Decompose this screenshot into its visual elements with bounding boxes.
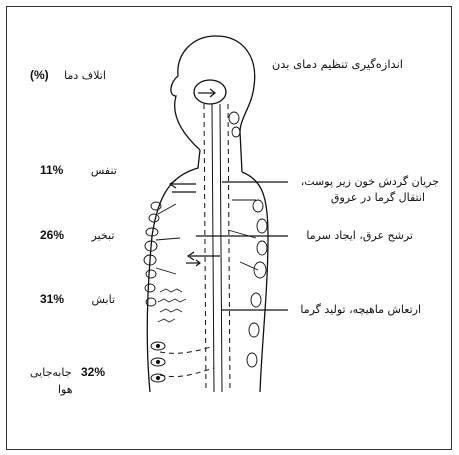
evaporation-percent: 26% (40, 228, 64, 242)
row-radiation: 31% تابش (40, 293, 115, 306)
vessel-network-skin (228, 112, 267, 367)
heat-loss-label: اتلاف دما (64, 69, 106, 82)
callout-blood-flow-line1: جریان گردش خون زیر پوست، (301, 175, 439, 188)
body-outline (147, 36, 268, 392)
radiation-label: تابش (92, 293, 116, 306)
convection-label: جابه‌جایی (30, 366, 72, 379)
row-evaporation: 26% تبخیر (40, 229, 114, 242)
brain-hypothalamus (194, 80, 226, 104)
convection-percent: 32% (81, 365, 105, 379)
muscle-shivering-marks (158, 289, 186, 322)
callout-shivering: ارتعاش ماهیچه، تولید گرما (300, 303, 421, 316)
convection-label-line2: هوا (58, 383, 73, 396)
heat-loss-unit: (%) (30, 68, 49, 82)
row-respiration: 11% تنفس (40, 164, 117, 177)
callout-leader-lines (196, 182, 288, 310)
respiration-percent: 11% (40, 163, 63, 177)
row-convection: جابه‌جایی 32% (30, 366, 105, 379)
figure-title: اندازه‌گیری تنظیم دمای بدن (272, 58, 403, 71)
heat-loss-header: (%) اتلاف دما (30, 69, 106, 82)
evaporation-label: تبخیر (92, 229, 115, 242)
radiation-percent: 31% (40, 292, 64, 306)
callout-sweat: ترشح عرق، ایجاد سرما (306, 229, 413, 242)
respiration-label: تنفس (91, 164, 117, 177)
callout-blood-flow-line2: انتقال گرما در عروق (331, 191, 425, 204)
blood-vessel-lines (160, 104, 230, 392)
